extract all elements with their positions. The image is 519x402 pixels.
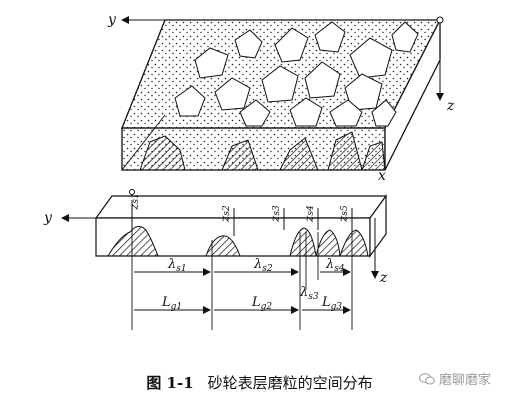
lambda-labels: λs1 λs2 λs3 λs4 <box>167 257 345 302</box>
lambda-label-3: λ <box>299 285 308 300</box>
upper-axes: y z x <box>107 12 455 184</box>
L-label-2: L <box>251 295 261 310</box>
cut-grains-front <box>139 131 386 171</box>
L-label-3: L <box>321 295 331 310</box>
svg-text:Lg3: Lg3 <box>321 295 342 312</box>
svg-text:zs4: zs4 <box>302 205 316 223</box>
svg-text:λs1: λs1 <box>167 257 187 274</box>
L-label-1: L <box>161 295 171 310</box>
svg-text:Lg1: Lg1 <box>161 295 182 312</box>
svg-text:λs4: λs4 <box>325 257 345 274</box>
height-label-1: z <box>127 203 141 211</box>
figure-caption: 图 1-1 砂轮表层磨粒的空间分布 <box>0 372 519 393</box>
svg-text:λs3: λs3 <box>299 285 319 302</box>
axis-x: x <box>378 168 386 184</box>
axis-z-bottom: z <box>379 270 388 286</box>
axis-z-top: z <box>446 98 455 114</box>
svg-text:zs1: zs1 <box>127 193 141 211</box>
lambda-label-1: λ <box>167 257 176 272</box>
lower-section: y z <box>43 189 388 330</box>
figure-number: 图 1-1 <box>146 374 194 392</box>
height-label-2: z <box>218 215 232 223</box>
svg-text:Lg2: Lg2 <box>251 295 272 312</box>
svg-text:zs2: zs2 <box>218 205 232 223</box>
axis-y-top: y <box>107 12 117 28</box>
wechat-icon <box>418 372 435 384</box>
figure-title: 砂轮表层磨粒的空间分布 <box>207 374 373 392</box>
watermark-text: 磨聊磨家 <box>438 373 491 388</box>
svg-text:zs5: zs5 <box>336 205 350 223</box>
lambda-label-2: λ <box>253 257 262 272</box>
axis-y-bottom: y <box>43 210 53 226</box>
height-label-3: z <box>268 215 282 223</box>
L-labels: Lg1 Lg2 Lg3 <box>161 295 342 312</box>
svg-text:λs2: λs2 <box>253 257 273 274</box>
svg-text:zs3: zs3 <box>268 205 282 223</box>
height-label-5: z <box>336 215 350 223</box>
height-labels: zs1 zs2 zs3 zs4 zs5 <box>127 193 350 223</box>
lambda-label-4: λ <box>325 257 334 272</box>
watermark: 磨聊磨家 <box>418 369 491 388</box>
abrasive-grains-top <box>174 21 419 127</box>
height-label-4: z <box>302 215 316 223</box>
